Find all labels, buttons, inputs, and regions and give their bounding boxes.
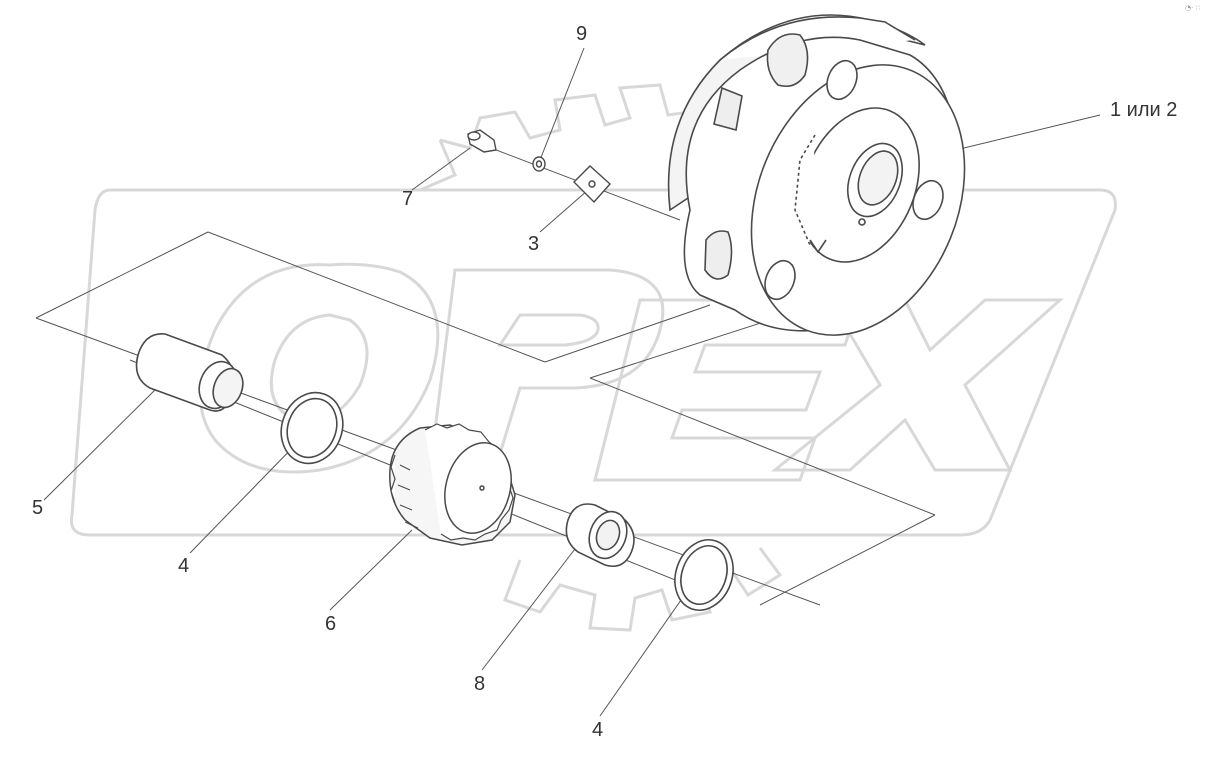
- lock-plate: [573, 165, 611, 204]
- watermark-gear: [419, 83, 783, 632]
- callout-7: 7: [402, 188, 414, 210]
- leader-5: [43, 384, 161, 501]
- callout-4-bottom: 4: [592, 719, 604, 741]
- leader-4-bottom: [599, 579, 696, 717]
- leader-6: [329, 529, 413, 611]
- planet-carrier-housing: [667, 14, 966, 336]
- leader-8: [481, 544, 579, 671]
- leader-4-left: [189, 439, 301, 554]
- callout-5: 5: [32, 497, 44, 519]
- corner-mark: ◔· ∷: [1184, 4, 1200, 12]
- leader-9: [539, 47, 585, 161]
- pin: [467, 129, 497, 153]
- planet-gear: [389, 423, 516, 546]
- thrust-washer-left: [280, 391, 344, 465]
- callout-3: 3: [528, 233, 540, 255]
- leader-3: [539, 189, 589, 233]
- leader-lines: [43, 47, 1101, 717]
- small-washer: [532, 156, 546, 172]
- callout-9: 9: [576, 23, 588, 45]
- needle-bearing: [565, 503, 635, 568]
- watermark-badge: [69, 188, 1117, 537]
- leader-7: [411, 147, 471, 191]
- callout-8: 8: [474, 673, 486, 695]
- callout-6: 6: [325, 613, 337, 635]
- callout-4-left: 4: [178, 555, 190, 577]
- thrust-washer-bottom: [674, 539, 734, 611]
- callout-1-or-2: 1 или 2: [1110, 99, 1178, 121]
- axle-shaft: [135, 333, 244, 412]
